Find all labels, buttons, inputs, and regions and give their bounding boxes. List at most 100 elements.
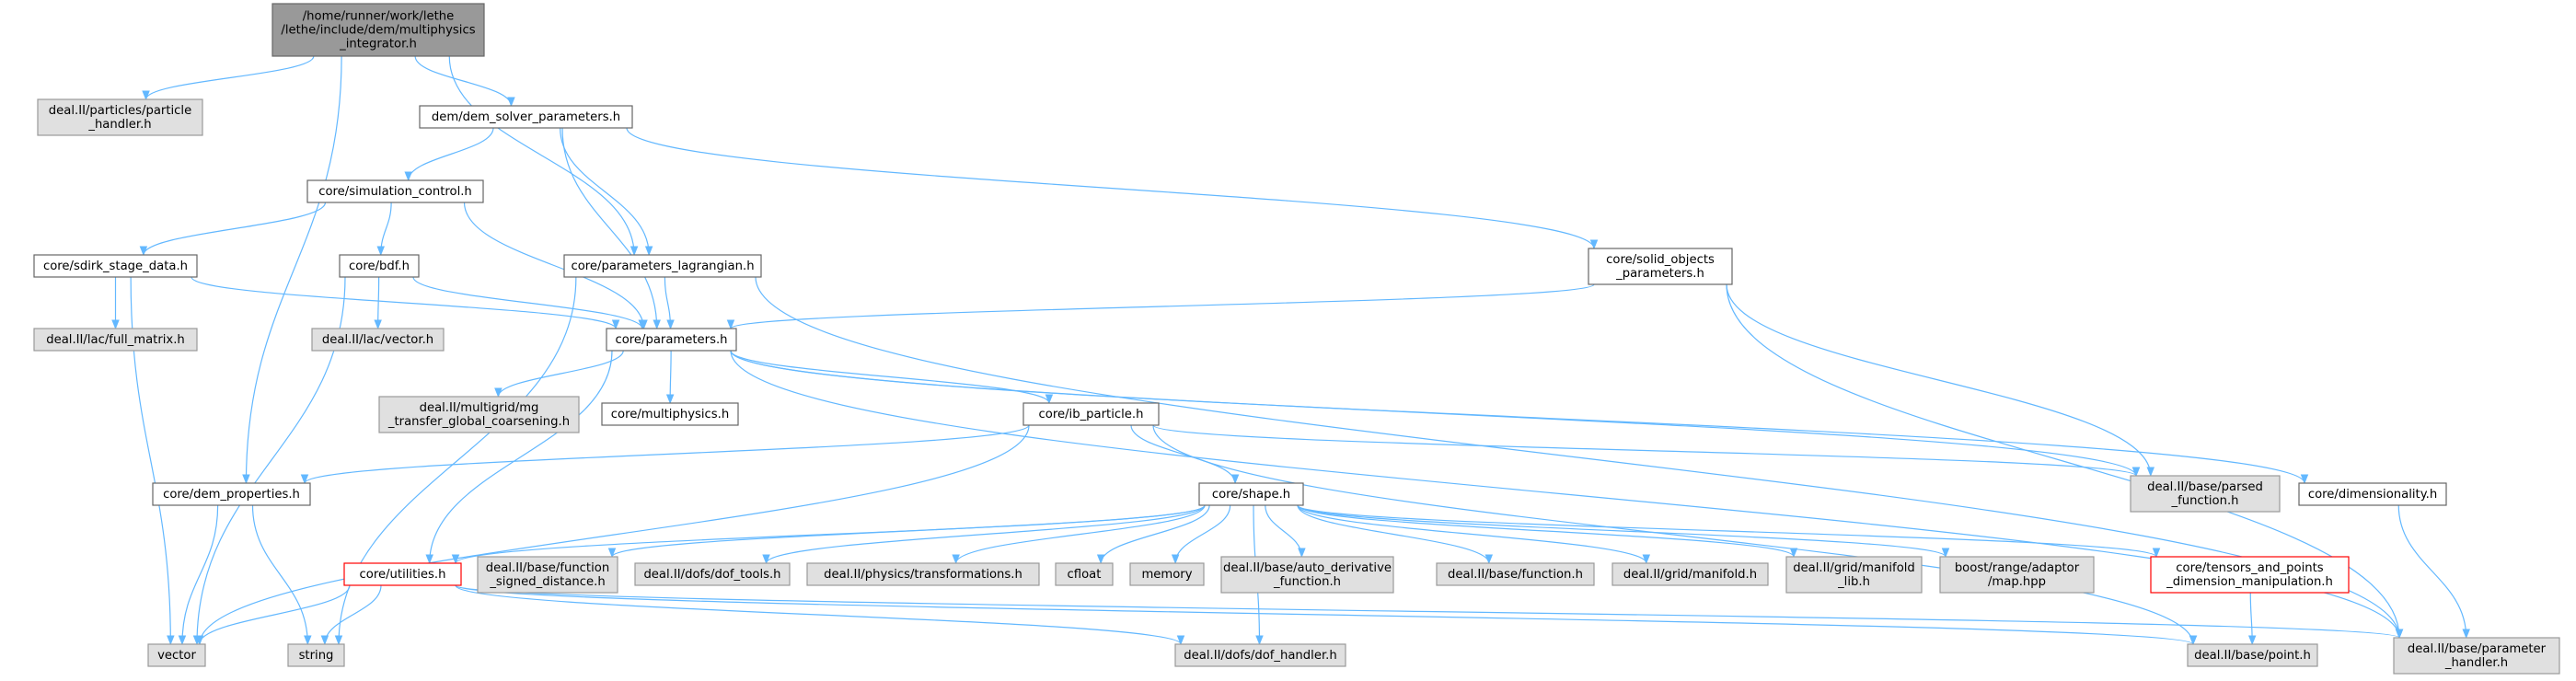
node-dimensionality[interactable]: core/dimensionality.h xyxy=(2298,482,2447,506)
node-label: _function.h xyxy=(1273,575,1341,589)
node-label: _handler.h xyxy=(87,118,151,132)
node-label: core/bdf.h xyxy=(349,260,410,273)
edge-integrator-to-particle_handler xyxy=(142,55,315,101)
node-solid_objects[interactable]: core/solid_objects_parameters.h xyxy=(1588,248,1733,285)
node-cfloat: cfloat xyxy=(1055,562,1114,586)
node-grid_manifold: deal.II/grid/manifold.h xyxy=(1611,562,1769,586)
node-label: deal.II/grid/manifold xyxy=(1793,561,1915,575)
node-multiphysics[interactable]: core/multiphysics.h xyxy=(601,402,739,426)
edge-sdirk-to-parameters xyxy=(191,276,620,330)
node-label: core/ib_particle.h xyxy=(1039,408,1144,421)
edge-shape-to-manifold_lib xyxy=(1297,504,1798,559)
edge-dem_properties-to-string xyxy=(251,504,312,646)
edge-utilities-to-vector xyxy=(195,584,351,646)
node-parameters_lagrangian[interactable]: core/parameters_lagrangian.h xyxy=(563,254,762,278)
node-box xyxy=(2187,643,2318,667)
node-vector: vector xyxy=(147,643,206,667)
node-ib_particle[interactable]: core/ib_particle.h xyxy=(1022,402,1160,426)
edge-shape-to-dof_tools xyxy=(762,504,1206,565)
node-boost_map: boost/range/adaptor/map.hpp xyxy=(1939,556,2095,594)
node-label: deal.II/grid/manifold.h xyxy=(1623,568,1757,582)
edge-parameters-to-multiphysics xyxy=(665,350,675,405)
node-label: core/shape.h xyxy=(1212,488,1290,502)
edge-shape-to-auto_derivative xyxy=(1265,504,1306,559)
edge-dem_solver_parameters-to-parameters xyxy=(561,127,662,330)
node-label: _signed_distance.h xyxy=(489,575,605,589)
node-label: core/dimensionality.h xyxy=(2308,488,2437,502)
node-label: deal.II/physics/transformations.h xyxy=(824,568,1022,582)
node-bdf[interactable]: core/bdf.h xyxy=(339,254,420,278)
edge-parameters-to-dimensionality xyxy=(730,350,2309,485)
node-label: deal.II/base/auto_derivative xyxy=(1223,561,1392,575)
edge-dem_solver_parameters-to-parameters_lagrangian xyxy=(560,127,653,257)
node-lac_vector: deal.II/lac/vector.h xyxy=(311,328,445,352)
node-sdirk[interactable]: core/sdirk_stage_data.h xyxy=(33,254,198,278)
edge-shape-to-utilities xyxy=(451,504,1206,565)
edge-ib_particle-to-dem_properties xyxy=(300,424,1030,485)
node-box xyxy=(1055,562,1114,586)
node-box xyxy=(1436,562,1595,586)
node-full_matrix: deal.II/lac/full_matrix.h xyxy=(33,328,198,352)
edge-dem_solver_parameters-to-solid_objects xyxy=(626,127,1599,250)
node-shape[interactable]: core/shape.h xyxy=(1198,482,1304,506)
node-tensors[interactable]: core/tensors_and_points_dimension_manipu… xyxy=(2150,556,2350,594)
node-point: deal.II/base/point.h xyxy=(2187,643,2318,667)
node-dem_properties[interactable]: core/dem_properties.h xyxy=(152,482,311,506)
node-parsed_function: deal.II/base/parsed_function.h xyxy=(2130,475,2281,513)
edge-bdf-to-lac_vector xyxy=(374,276,382,330)
node-box xyxy=(33,328,198,352)
node-box xyxy=(806,562,1040,586)
node-dem_solver_parameters[interactable]: dem/dem_solver_parameters.h xyxy=(419,105,633,129)
node-label: _dimension_manipulation.h xyxy=(2166,575,2333,589)
node-box xyxy=(1939,556,2095,594)
node-label: deal.II/base/function xyxy=(486,561,609,575)
node-box xyxy=(37,98,203,136)
node-base_function: deal.II/base/function.h xyxy=(1436,562,1595,586)
edge-ib_particle-to-point xyxy=(1152,424,2198,646)
node-function_signed_distance: deal.II/base/function_signed_distance.h xyxy=(477,556,618,594)
node-box xyxy=(306,179,484,203)
edge-shape-to-grid_manifold xyxy=(1297,504,1650,565)
edge-integrator-to-dem_solver_parameters xyxy=(414,55,515,108)
edge-bdf-to-parameters xyxy=(412,276,646,330)
node-box xyxy=(1611,562,1769,586)
node-box xyxy=(343,562,462,586)
node-label: core/simulation_control.h xyxy=(318,185,472,199)
node-label: _integrator.h xyxy=(339,38,417,52)
node-box xyxy=(287,643,345,667)
node-dof_tools: deal.II/dofs/dof_tools.h xyxy=(634,562,791,586)
node-label: deal.II/dofs/dof_tools.h xyxy=(643,568,780,582)
node-box xyxy=(378,396,580,433)
node-label: core/sdirk_stage_data.h xyxy=(43,260,188,273)
node-parameters[interactable]: core/parameters.h xyxy=(606,328,737,352)
node-integrator[interactable]: /home/runner/work/lethe/lethe/include/de… xyxy=(271,3,485,57)
node-parameter_handler: deal.II/base/parameter_handler.h xyxy=(2393,637,2560,675)
edge-shape-to-tensors xyxy=(1297,504,2160,559)
node-label: deal.II/lac/full_matrix.h xyxy=(46,333,185,347)
node-box xyxy=(634,562,791,586)
node-label: memory xyxy=(1141,568,1192,582)
node-label: core/dem_properties.h xyxy=(163,488,300,502)
node-label: deal.II/base/parameter xyxy=(2408,642,2547,656)
node-utilities[interactable]: core/utilities.h xyxy=(343,562,462,586)
node-box xyxy=(2150,556,2350,594)
edge-parameters-to-utilities xyxy=(425,350,613,565)
node-label: string xyxy=(299,649,334,663)
edge-layer xyxy=(111,55,2471,646)
node-simulation_control[interactable]: core/simulation_control.h xyxy=(306,179,484,203)
node-auto_derivative: deal.II/base/auto_derivative_function.h xyxy=(1220,556,1394,594)
node-box xyxy=(1129,562,1205,586)
node-label: deal.II/multigrid/mg xyxy=(420,401,539,415)
edge-dem_solver_parameters-to-simulation_control xyxy=(404,127,494,182)
node-box xyxy=(1785,556,1923,594)
node-memory: memory xyxy=(1129,562,1205,586)
node-label: _lib.h xyxy=(1837,575,1870,589)
edge-simulation_control-to-bdf xyxy=(376,202,392,257)
node-dof_handler: deal.II/dofs/dof_handler.h xyxy=(1174,643,1346,667)
node-label: deal.II/lac/vector.h xyxy=(322,333,433,347)
edge-shape-to-boost_map xyxy=(1297,504,1950,559)
node-label: core/parameters.h xyxy=(615,333,727,347)
node-layer: /home/runner/work/lethe/lethe/include/de… xyxy=(33,3,2560,675)
node-box xyxy=(601,402,739,426)
